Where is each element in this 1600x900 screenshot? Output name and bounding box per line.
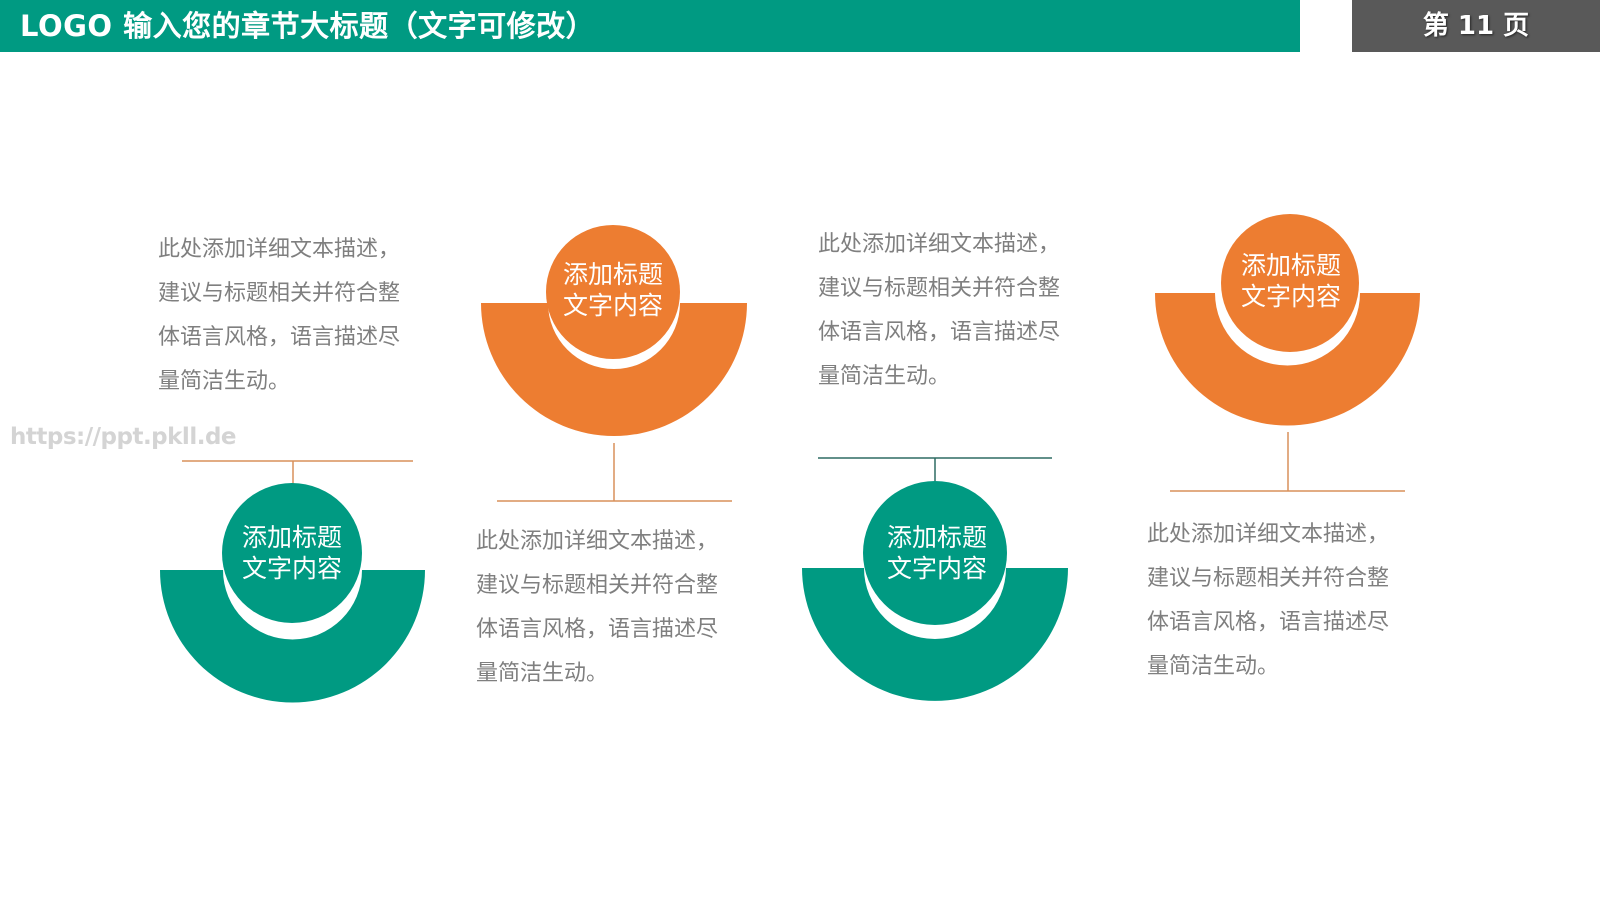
circle-title-line-2: 文字内容 bbox=[562, 291, 663, 320]
half-ring-orange-4 bbox=[1155, 293, 1420, 426]
circle-title-2: 添加标题 文字内容 bbox=[232, 522, 352, 584]
description-block-4: 此处添加详细文本描述， 建议与标题相关并符合整 体语言风格，语言描述尽 量简洁生… bbox=[1147, 513, 1447, 689]
description-line: 此处添加详细文本描述， bbox=[158, 237, 401, 262]
half-ring-orange-1 bbox=[481, 303, 747, 436]
title-circle-teal-3 bbox=[863, 481, 1007, 625]
circle-title-line-1: 添加标题 bbox=[886, 523, 987, 552]
title-circle-teal-2 bbox=[222, 483, 362, 623]
description-line: 量简洁生动。 bbox=[158, 369, 291, 394]
description-line: 建议与标题相关并符合整 bbox=[1147, 566, 1390, 591]
circle-title-4: 添加标题 文字内容 bbox=[1231, 250, 1351, 312]
description-line: 体语言风格，语言描述尽 bbox=[818, 320, 1061, 345]
circle-title-line-2: 文字内容 bbox=[241, 554, 342, 583]
circle-title-line-2: 文字内容 bbox=[1240, 282, 1341, 311]
description-line: 此处添加详细文本描述， bbox=[1147, 522, 1390, 547]
description-line: 体语言风格，语言描述尽 bbox=[1147, 610, 1390, 635]
circle-title-1: 添加标题 文字内容 bbox=[553, 259, 673, 321]
header-bar: LOGO 输入您的章节大标题（文字可修改） bbox=[0, 0, 1300, 52]
title-circle-orange-4 bbox=[1221, 214, 1359, 352]
page-title: LOGO 输入您的章节大标题（文字可修改） bbox=[20, 9, 596, 43]
half-ring-teal-2 bbox=[160, 570, 425, 703]
page-number: 第 11 页 bbox=[1422, 11, 1530, 41]
circle-title-line-2: 文字内容 bbox=[886, 554, 987, 583]
circle-title-3: 添加标题 文字内容 bbox=[877, 522, 997, 584]
description-line: 量简洁生动。 bbox=[818, 364, 951, 389]
description-line: 建议与标题相关并符合整 bbox=[476, 573, 719, 598]
watermark-url: https://ppt.pkll.de bbox=[10, 424, 237, 450]
circle-title-line-1: 添加标题 bbox=[241, 523, 342, 552]
description-line: 体语言风格，语言描述尽 bbox=[476, 617, 719, 642]
description-block-3: 此处添加详细文本描述， 建议与标题相关并符合整 体语言风格，语言描述尽 量简洁生… bbox=[818, 223, 1118, 399]
description-block-2: 此处添加详细文本描述， 建议与标题相关并符合整 体语言风格，语言描述尽 量简洁生… bbox=[476, 520, 776, 696]
description-block-1: 此处添加详细文本描述， 建议与标题相关并符合整 体语言风格，语言描述尽 量简洁生… bbox=[158, 228, 458, 404]
page-number-box: 第 11 页 bbox=[1352, 0, 1600, 52]
title-circle-orange-1 bbox=[546, 225, 680, 359]
description-line: 此处添加详细文本描述， bbox=[476, 529, 719, 554]
circle-title-line-1: 添加标题 bbox=[1240, 251, 1341, 280]
description-line: 量简洁生动。 bbox=[476, 661, 609, 686]
half-ring-teal-3 bbox=[802, 568, 1068, 701]
circle-title-line-1: 添加标题 bbox=[562, 260, 663, 289]
description-line: 建议与标题相关并符合整 bbox=[158, 281, 401, 306]
description-line: 量简洁生动。 bbox=[1147, 654, 1280, 679]
description-line: 此处添加详细文本描述， bbox=[818, 232, 1061, 257]
description-line: 建议与标题相关并符合整 bbox=[818, 276, 1061, 301]
description-line: 体语言风格，语言描述尽 bbox=[158, 325, 401, 350]
